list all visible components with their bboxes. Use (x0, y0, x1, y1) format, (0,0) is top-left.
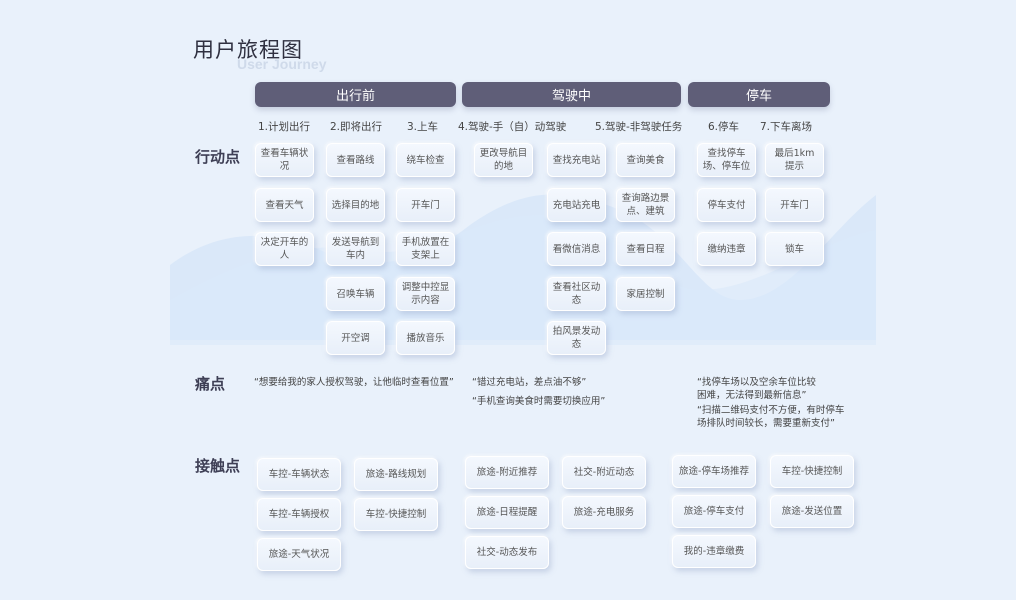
touchpoint-card[interactable]: 社交-附近动态 (562, 456, 646, 489)
touchpoint-card[interactable]: 旅途-天气状况 (257, 538, 341, 571)
action-card[interactable]: 调整中控显示内容 (396, 277, 455, 311)
action-card[interactable]: 决定开车的人 (255, 232, 314, 266)
action-card[interactable]: 锁车 (765, 232, 824, 266)
action-card[interactable]: 查看车辆状况 (255, 143, 314, 177)
stage-4: 4.驾驶-手（自）动驾驶 (458, 121, 567, 133)
action-card[interactable]: 查看日程 (616, 232, 675, 266)
action-card[interactable]: 查询路边景点、建筑 (616, 188, 675, 222)
touchpoint-card[interactable]: 旅途-发送位置 (770, 495, 854, 528)
stage-3: 3.上车 (407, 121, 439, 133)
action-card[interactable]: 播放音乐 (396, 321, 455, 355)
touchpoint-card[interactable]: 车控-快捷控制 (770, 455, 854, 488)
action-card[interactable]: 查找停车场、停车位 (697, 143, 756, 177)
action-card[interactable]: 拍风景发动态 (547, 321, 606, 355)
action-card[interactable]: 家居控制 (616, 277, 675, 311)
action-card[interactable]: 开车门 (396, 188, 455, 222)
action-card[interactable]: 缴纳违章 (697, 232, 756, 266)
action-card[interactable]: 发送导航到车内 (326, 232, 385, 266)
pain-point-quote: “想要给我的家人授权驾驶，让他临时查看位置” (254, 377, 454, 388)
touchpoint-card[interactable]: 社交-动态发布 (465, 536, 549, 569)
touchpoint-card[interactable]: 旅途-停车支付 (672, 495, 756, 528)
stage-2: 2.即将出行 (330, 121, 383, 133)
touchpoint-card[interactable]: 车控-快捷控制 (354, 498, 438, 531)
stage-1: 1.计划出行 (258, 121, 311, 133)
action-card[interactable]: 查看社区动态 (547, 277, 606, 311)
touchpoint-card[interactable]: 旅途-充电服务 (562, 496, 646, 529)
touchpoint-card[interactable]: 旅途-日程提醒 (465, 496, 549, 529)
action-card[interactable]: 召唤车辆 (326, 277, 385, 311)
phase-before-trip: 出行前 (255, 82, 456, 107)
page-subtitle: User Journey (237, 56, 327, 72)
stage-5: 5.驾驶-非驾驶任务 (595, 121, 683, 133)
action-card[interactable]: 开空调 (326, 321, 385, 355)
phase-driving: 驾驶中 (462, 82, 681, 107)
phase-parking: 停车 (688, 82, 830, 107)
pain-point-quote: “找停车场以及空余车位比较 困难，无法得到最新信息” (697, 377, 816, 401)
touchpoint-card[interactable]: 车控-车辆授权 (257, 498, 341, 531)
pain-point-quote: “扫描二维码支付不方便，有时停车 场排队时间较长，需要重新支付” (697, 405, 845, 429)
touchpoint-card[interactable]: 旅途-停车场推荐 (672, 455, 756, 488)
action-card[interactable]: 最后1km提示 (765, 143, 824, 177)
touchpoint-card[interactable]: 旅途-路线规划 (354, 458, 438, 491)
action-card[interactable]: 充电站充电 (547, 188, 606, 222)
row-label-actions: 行动点 (195, 148, 241, 166)
pain-point-quote: “错过充电站，差点油不够” (472, 377, 587, 388)
action-card[interactable]: 看微信消息 (547, 232, 606, 266)
action-card[interactable]: 查询美食 (616, 143, 675, 177)
row-label-pain-points: 痛点 (195, 375, 226, 393)
action-card[interactable]: 选择目的地 (326, 188, 385, 222)
action-card[interactable]: 开车门 (765, 188, 824, 222)
page-title: 用户旅程图 (193, 38, 303, 62)
action-card[interactable]: 查找充电站 (547, 143, 606, 177)
touchpoint-card[interactable]: 旅途-附近推荐 (465, 456, 549, 489)
touchpoint-card[interactable]: 我的-违章缴费 (672, 535, 756, 568)
pain-point-quote: “手机查询美食时需要切换应用” (472, 396, 606, 407)
action-card[interactable]: 绕车检查 (396, 143, 455, 177)
stage-6: 6.停车 (708, 121, 740, 133)
action-card[interactable]: 手机放置在支架上 (396, 232, 455, 266)
action-card[interactable]: 停车支付 (697, 188, 756, 222)
touchpoint-card[interactable]: 车控-车辆状态 (257, 458, 341, 491)
row-label-touchpoints: 接触点 (195, 457, 241, 475)
action-card[interactable]: 查看天气 (255, 188, 314, 222)
action-card[interactable]: 查看路线 (326, 143, 385, 177)
stage-7: 7.下车离场 (760, 121, 813, 133)
action-card[interactable]: 更改导航目的地 (474, 143, 533, 177)
